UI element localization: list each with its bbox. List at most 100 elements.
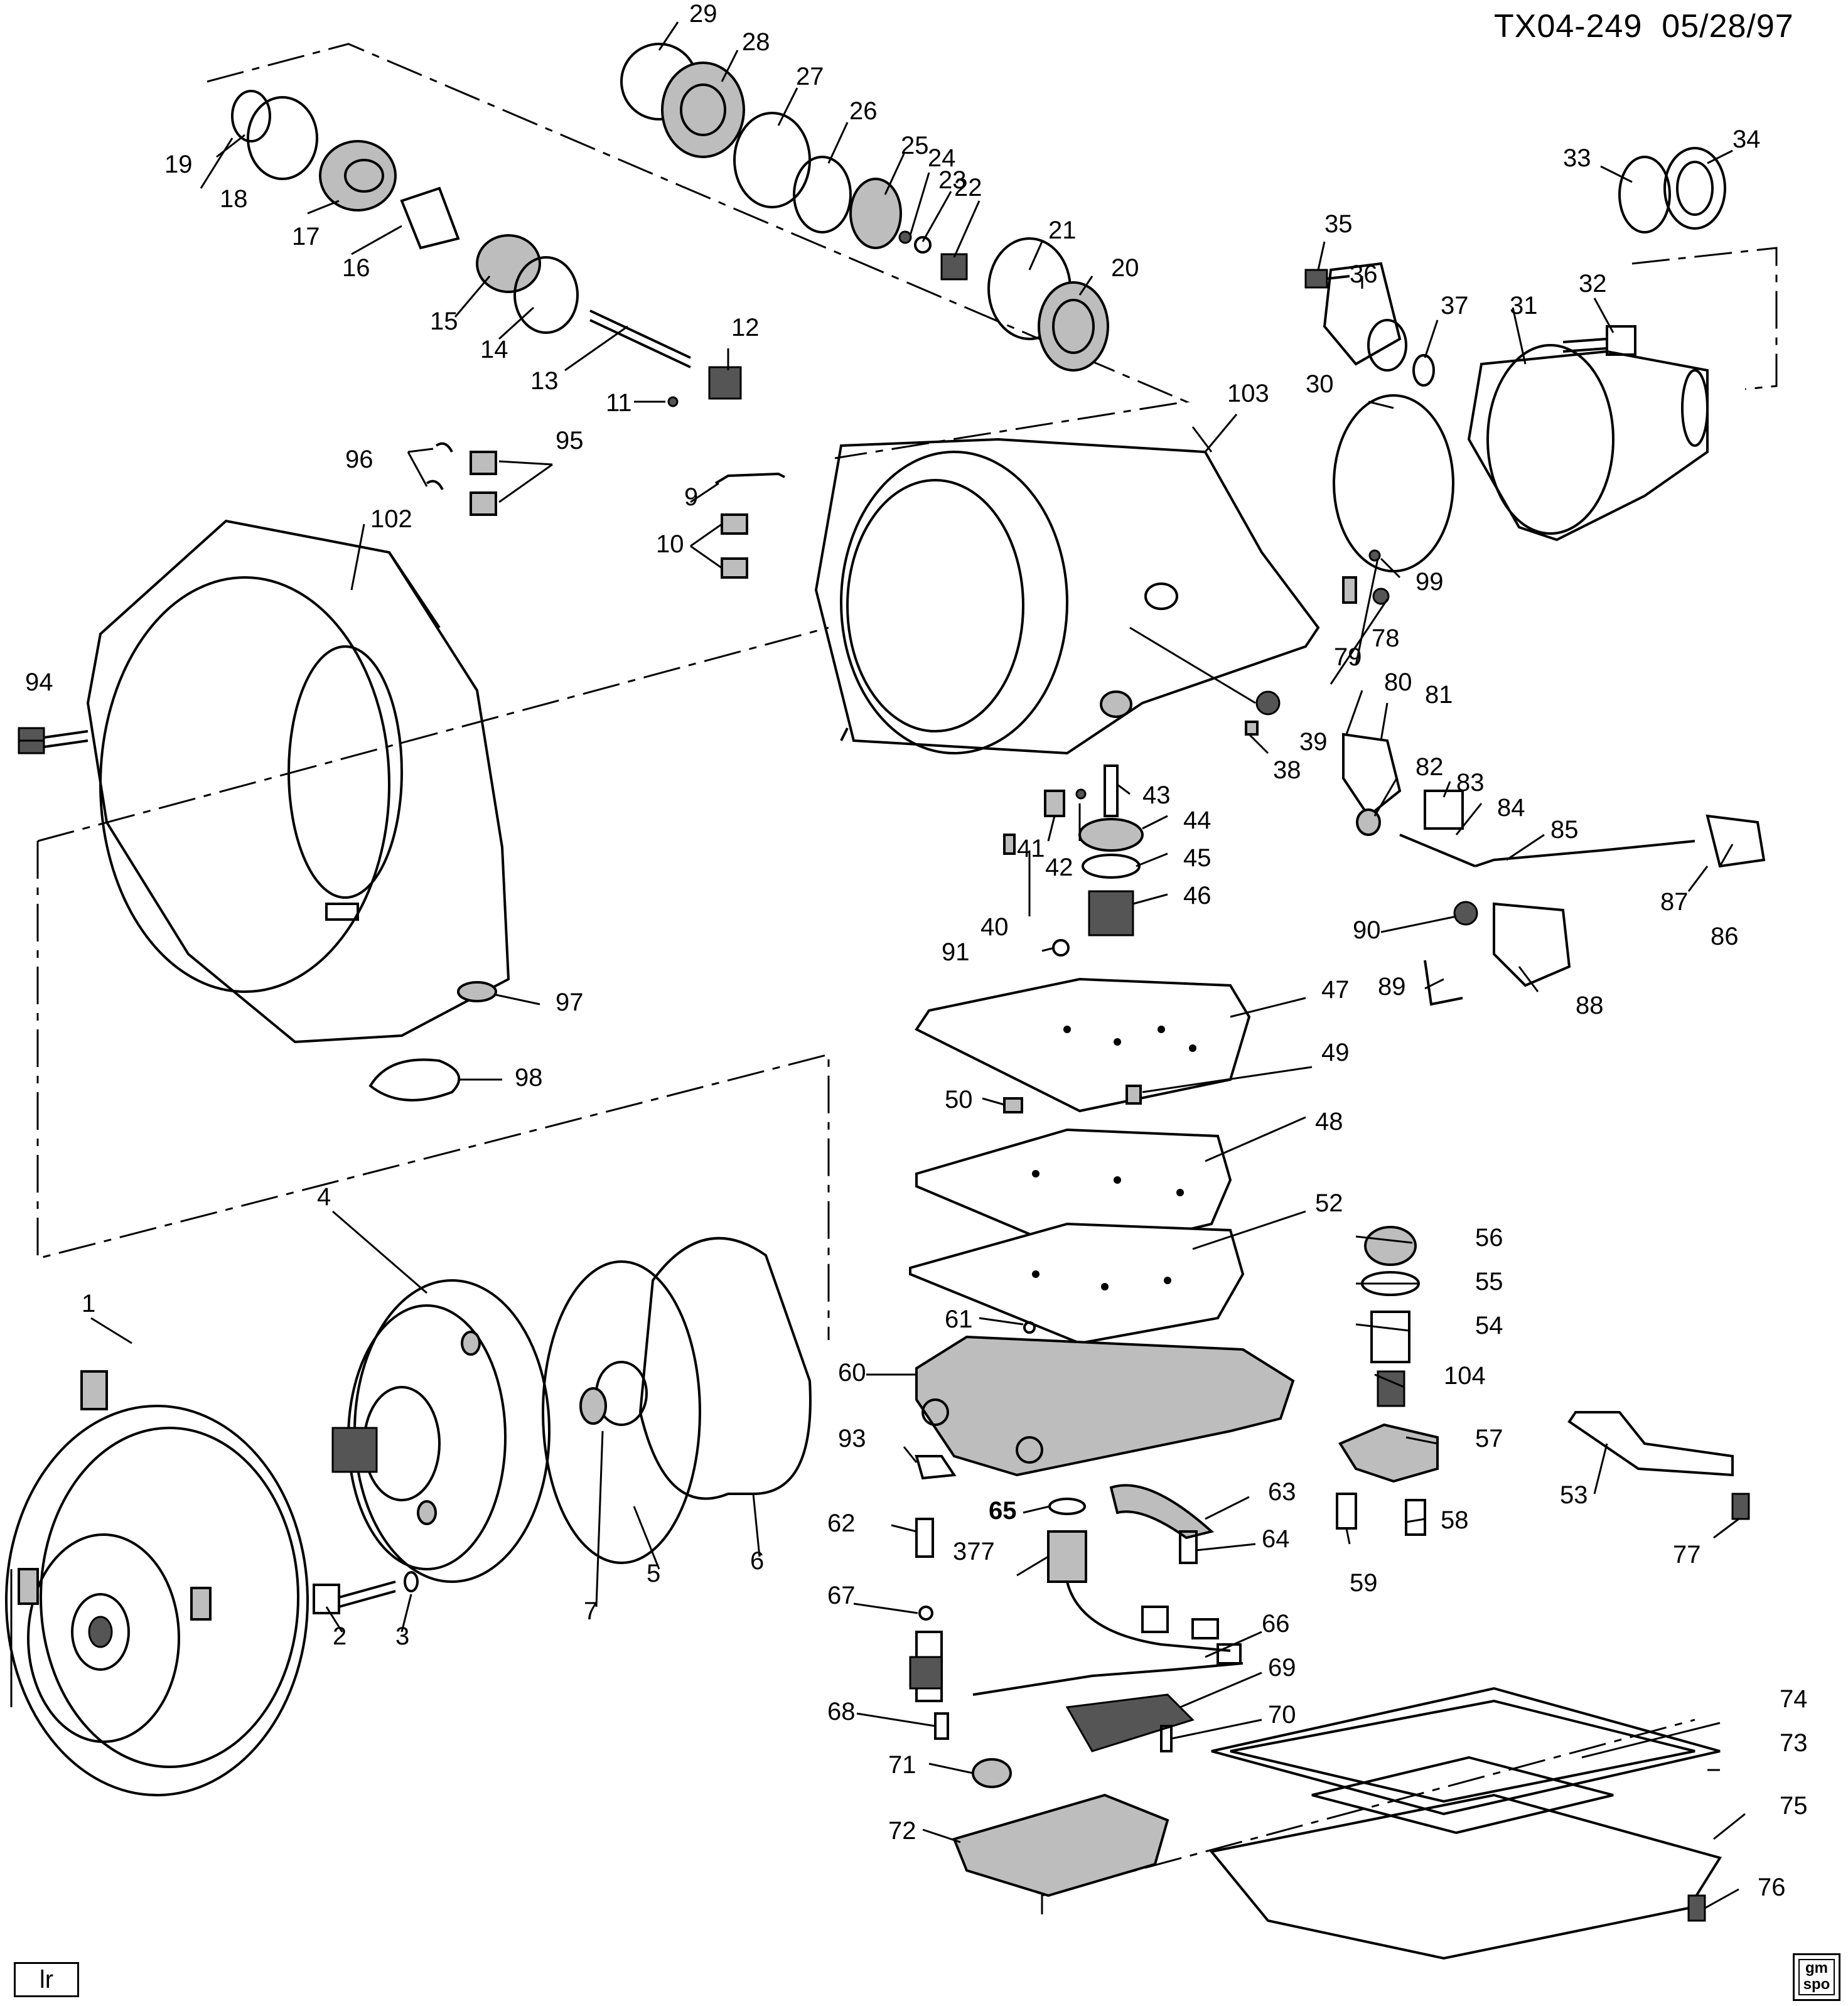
callout-54: 54 bbox=[1475, 1312, 1503, 1339]
callout-5: 5 bbox=[647, 1560, 660, 1587]
callout-83: 83 bbox=[1456, 769, 1485, 796]
callout-29: 29 bbox=[689, 0, 717, 28]
callout-13: 13 bbox=[530, 367, 559, 395]
bracket bbox=[1567, 1411, 1734, 1477]
callout-21: 21 bbox=[1048, 217, 1077, 244]
callout-87: 87 bbox=[1660, 888, 1689, 916]
callout-86: 86 bbox=[1711, 923, 1739, 950]
callout-19: 19 bbox=[164, 151, 193, 178]
drawing-date: 05/28/97 bbox=[1662, 8, 1794, 45]
callout-43: 43 bbox=[1142, 781, 1171, 809]
callout-10: 10 bbox=[656, 530, 684, 558]
callout-9: 9 bbox=[684, 483, 698, 511]
connector-seal bbox=[1048, 1498, 1086, 1515]
detent-spring-bolt bbox=[1179, 1530, 1198, 1564]
callout-65: 65 bbox=[989, 1497, 1017, 1525]
callout-75: 75 bbox=[1780, 1792, 1808, 1820]
torque-converter bbox=[5, 1370, 309, 1796]
callout-74: 74 bbox=[1780, 1685, 1808, 1713]
callout-94: 94 bbox=[25, 668, 53, 696]
extension-housing-bolt bbox=[1562, 325, 1636, 356]
callout-leaders bbox=[19, 21, 1746, 1909]
callout-3: 3 bbox=[395, 1622, 409, 1650]
callout-47: 47 bbox=[1321, 976, 1350, 1004]
extension-housing bbox=[1467, 344, 1709, 542]
callout-25: 25 bbox=[901, 132, 929, 159]
callout-68: 68 bbox=[827, 1698, 856, 1725]
callout-96: 96 bbox=[345, 446, 373, 473]
callout-49: 49 bbox=[1321, 1039, 1350, 1066]
callout-72: 72 bbox=[888, 1817, 916, 1845]
case-plugs bbox=[721, 513, 748, 579]
callout-64: 64 bbox=[1262, 1525, 1290, 1553]
callout-80: 80 bbox=[1384, 668, 1412, 696]
callout-85: 85 bbox=[1550, 816, 1579, 844]
extension-bushing bbox=[1618, 156, 1671, 233]
callout-39: 39 bbox=[1299, 728, 1328, 756]
callout-33: 33 bbox=[1563, 144, 1591, 172]
servo-assembly bbox=[620, 43, 1109, 372]
callout-79: 79 bbox=[1334, 643, 1362, 671]
pump-bushing bbox=[579, 1361, 648, 1426]
callout-89: 89 bbox=[1378, 973, 1406, 1000]
callout-82: 82 bbox=[1416, 753, 1444, 781]
dashed-guide-bell bbox=[37, 626, 829, 842]
oil-pan-bolt bbox=[1687, 1894, 1706, 1922]
callout-66: 66 bbox=[1262, 1610, 1290, 1638]
callout-1: 1 bbox=[82, 1290, 95, 1317]
callout-81: 81 bbox=[1425, 681, 1453, 709]
callout-26: 26 bbox=[849, 97, 878, 125]
callout-93: 93 bbox=[838, 1425, 866, 1452]
callout-84: 84 bbox=[1497, 794, 1525, 822]
callout-52: 52 bbox=[1315, 1189, 1343, 1217]
callout-34: 34 bbox=[1732, 126, 1761, 153]
callout-7: 7 bbox=[584, 1597, 598, 1625]
callout-53: 53 bbox=[1560, 1481, 1588, 1509]
converter-bell-housing bbox=[86, 519, 510, 1044]
extension-seal bbox=[1663, 147, 1726, 230]
callout-20: 20 bbox=[1111, 254, 1139, 282]
bell-housing-cover bbox=[368, 1058, 461, 1102]
callout-77: 77 bbox=[1673, 1541, 1701, 1569]
drawing-id: TX04-249 bbox=[1494, 8, 1643, 45]
callout-27: 27 bbox=[796, 63, 824, 90]
callout-50: 50 bbox=[945, 1086, 973, 1113]
solenoid bbox=[909, 1606, 943, 1702]
callout-31: 31 bbox=[1510, 292, 1538, 319]
gm-spo-logo: gm spo bbox=[1793, 1953, 1840, 2001]
callout-58: 58 bbox=[1441, 1506, 1469, 1534]
wiring-harness bbox=[972, 1530, 1244, 1696]
valve-body-clip bbox=[915, 1455, 957, 1480]
callout-44: 44 bbox=[1183, 807, 1211, 834]
oil-pump bbox=[331, 1279, 551, 1583]
callout-28: 28 bbox=[742, 28, 770, 56]
callout-11: 11 bbox=[606, 389, 632, 417]
callout-57: 57 bbox=[1475, 1425, 1503, 1452]
callout-103: 103 bbox=[1227, 380, 1269, 407]
callout-63: 63 bbox=[1268, 1478, 1296, 1506]
callout-2: 2 bbox=[333, 1622, 346, 1650]
callout-22: 22 bbox=[954, 174, 982, 201]
pump-seal-ring bbox=[542, 1260, 701, 1564]
callout-60: 60 bbox=[838, 1359, 866, 1386]
callout-24: 24 bbox=[928, 144, 956, 172]
callout-73: 73 bbox=[1780, 1729, 1808, 1757]
vent-tube bbox=[714, 472, 785, 485]
callout-377: 377 bbox=[953, 1538, 995, 1565]
callout-56: 56 bbox=[1475, 1224, 1503, 1252]
callout-42: 42 bbox=[1045, 854, 1073, 881]
speed-sensor-o-ring bbox=[1412, 354, 1435, 387]
transmission-case bbox=[814, 437, 1320, 755]
oil-pan bbox=[1209, 1793, 1722, 1960]
callout-16: 16 bbox=[342, 254, 370, 282]
callout-69: 69 bbox=[1268, 1654, 1296, 1682]
callout-32: 32 bbox=[1579, 270, 1607, 298]
callout-104: 104 bbox=[1444, 1362, 1486, 1390]
callout-62: 62 bbox=[827, 1510, 856, 1537]
detent-spring bbox=[1109, 1484, 1215, 1540]
bell-housing-clip bbox=[457, 981, 497, 1002]
callout-40: 40 bbox=[980, 913, 1009, 941]
callout-70: 70 bbox=[1268, 1701, 1296, 1729]
pump-bolt-washer bbox=[404, 1571, 419, 1592]
